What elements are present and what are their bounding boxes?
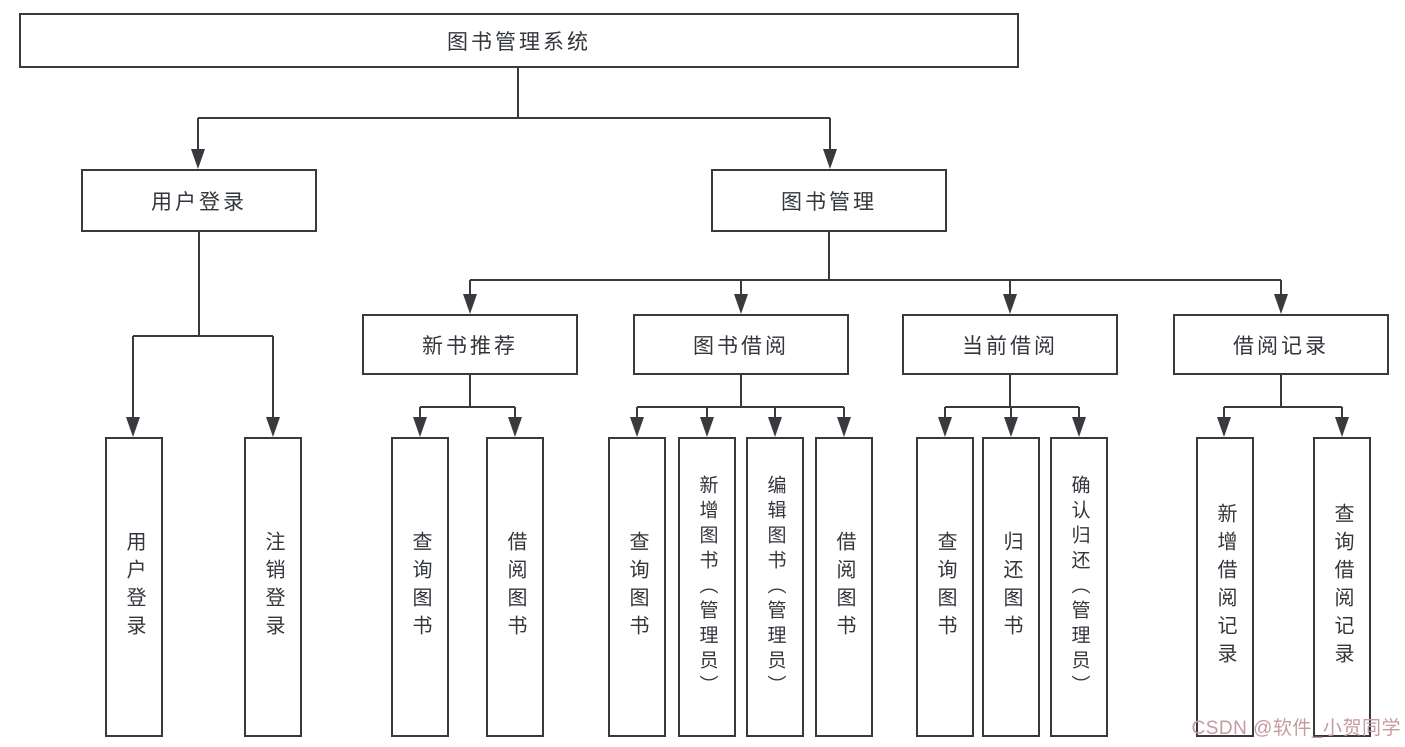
node-current-borrowing: 当前借阅 [902, 314, 1118, 375]
node-label: 查询借阅记录 [1331, 503, 1353, 671]
node-library-management-system: 图书管理系统 [19, 13, 1019, 68]
csdn-watermark: CSDN @软件_小贺同学 [1191, 718, 1401, 739]
node-label: 当前借阅 [962, 334, 1058, 358]
leaf-query-books-current: 查询图书 [916, 437, 974, 737]
node-label: 借阅图书 [504, 531, 526, 643]
node-label: 图书管理 [781, 190, 877, 214]
node-label: 用户登录 [151, 190, 247, 214]
node-label: 新书推荐 [422, 334, 518, 358]
node-user-login: 用户登录 [81, 169, 317, 232]
node-book-management: 图书管理 [711, 169, 947, 232]
node-label: 确认归还（管理员） [1068, 474, 1090, 700]
leaf-confirm-return-admin: 确认归还（管理员） [1050, 437, 1108, 737]
leaf-user-login: 用户登录 [105, 437, 163, 737]
node-label: 新增借阅记录 [1214, 503, 1236, 671]
leaf-return-books: 归还图书 [982, 437, 1040, 737]
node-label: 查询图书 [409, 531, 431, 643]
leaf-query-borrow-record: 查询借阅记录 [1313, 437, 1371, 737]
node-label: 查询图书 [626, 531, 648, 643]
leaf-edit-books-admin: 编辑图书（管理员） [746, 437, 804, 737]
leaf-add-borrow-record: 新增借阅记录 [1196, 437, 1254, 737]
node-label: 用户登录 [123, 531, 145, 643]
leaf-logout: 注销登录 [244, 437, 302, 737]
node-label: 编辑图书（管理员） [764, 474, 786, 700]
node-label: 新增图书（管理员） [696, 474, 718, 700]
leaf-query-books-recommend: 查询图书 [391, 437, 449, 737]
node-book-borrowing: 图书借阅 [633, 314, 849, 375]
leaf-query-books-borrow: 查询图书 [608, 437, 666, 737]
arrowhead-icons [126, 149, 1349, 437]
leaf-borrow-books-recommend: 借阅图书 [486, 437, 544, 737]
node-label: 借阅图书 [833, 531, 855, 643]
connector-stems [132, 68, 1343, 421]
node-label: 查询图书 [934, 531, 956, 643]
leaf-borrow-books: 借阅图书 [815, 437, 873, 737]
node-label: 借阅记录 [1233, 334, 1329, 358]
node-label: 注销登录 [262, 531, 284, 643]
leaf-add-books-admin: 新增图书（管理员） [678, 437, 736, 737]
node-label: 归还图书 [1000, 531, 1022, 643]
node-label: 图书借阅 [693, 334, 789, 358]
node-new-book-recommendation: 新书推荐 [362, 314, 578, 375]
node-borrowing-records: 借阅记录 [1173, 314, 1389, 375]
node-label: 图书管理系统 [447, 30, 591, 54]
